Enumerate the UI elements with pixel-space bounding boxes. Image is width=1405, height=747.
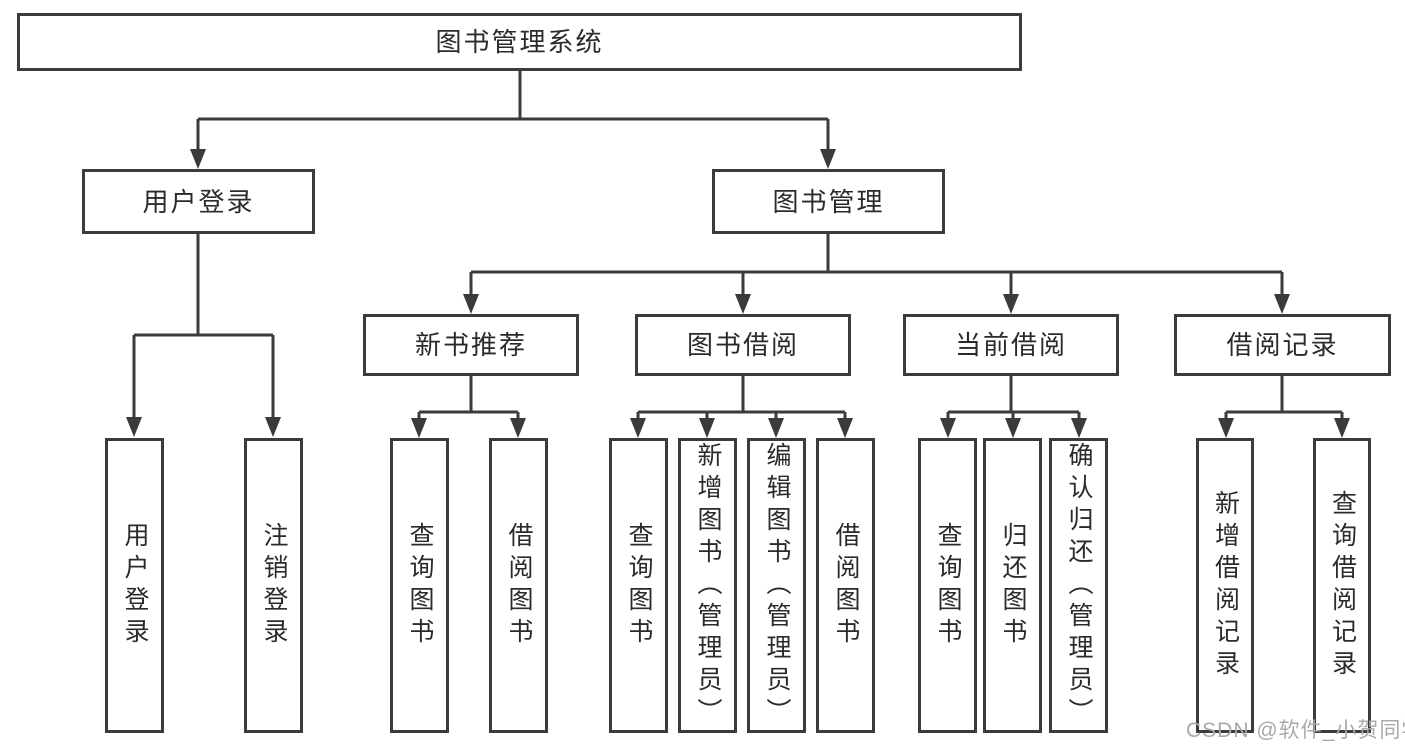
- node-new-book-recommendation: 新书推荐: [363, 314, 579, 376]
- connector-borrowing-records-to-leaves: [1218, 376, 1350, 438]
- node-user-login: 用户登录: [82, 169, 315, 234]
- node-leaf-edit-books-admin: 编辑图书（管理员）: [747, 438, 806, 733]
- node-leaf-confirm-return-admin: 确认归还（管理员）: [1049, 438, 1108, 733]
- node-leaf-add-books-admin: 新增图书（管理员）: [678, 438, 737, 733]
- node-leaf-query-books-current: 查询图书: [918, 438, 977, 733]
- node-borrowing-records: 借阅记录: [1174, 314, 1391, 376]
- csdn-watermark: CSDN @软件_小贺同学: [1186, 719, 1405, 742]
- connector-new-book-recommendation-to-leaves: [411, 376, 526, 438]
- connector-book-borrowing-to-leaves: [630, 376, 853, 438]
- node-leaf-add-borrow-record: 新增借阅记录: [1196, 438, 1254, 733]
- node-leaf-borrow-books-recommend: 借阅图书: [489, 438, 548, 733]
- node-leaf-query-borrow-record: 查询借阅记录: [1313, 438, 1371, 733]
- node-book-management: 图书管理: [712, 169, 945, 234]
- node-leaf-return-books: 归还图书: [983, 438, 1042, 733]
- node-leaf-borrow-books-borrowing: 借阅图书: [816, 438, 875, 733]
- connector-current-borrowing-to-leaves: [940, 376, 1087, 438]
- node-current-borrowing: 当前借阅: [903, 314, 1119, 376]
- connector-book-management-to-level3: [463, 233, 1290, 314]
- connector-user-login-to-leaves: [126, 234, 281, 437]
- connector-root-to-level2: [190, 71, 836, 169]
- node-leaf-user-login: 用户登录: [105, 438, 164, 733]
- node-book-borrowing: 图书借阅: [635, 314, 851, 376]
- node-leaf-query-books-recommend: 查询图书: [390, 438, 449, 733]
- node-leaf-query-books-borrowing: 查询图书: [609, 438, 668, 733]
- node-library-management-system: 图书管理系统: [17, 13, 1022, 71]
- node-leaf-logout-login: 注销登录: [244, 438, 303, 733]
